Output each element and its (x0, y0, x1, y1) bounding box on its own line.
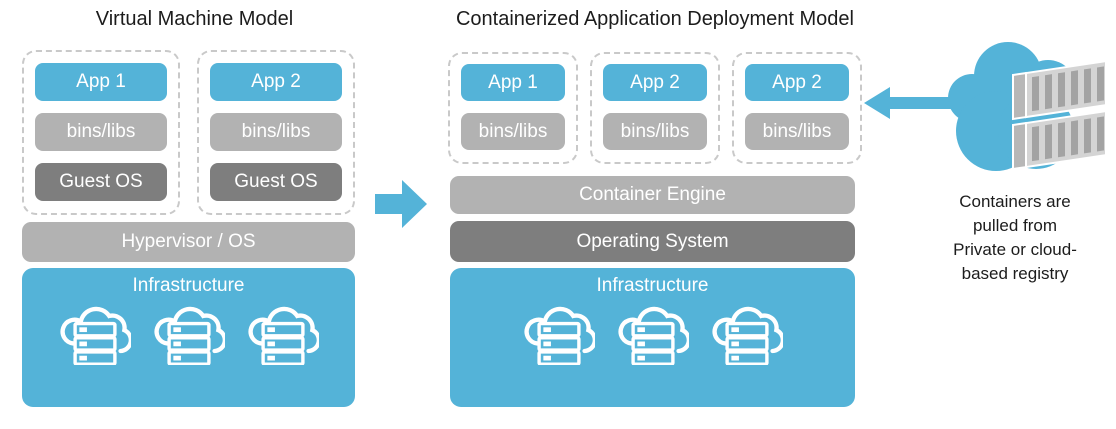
registry-note-line: based registry (961, 264, 1069, 283)
cloud-registry-icon (948, 42, 1107, 171)
vm-guest-2: App 2 bins/libs Guest OS (197, 50, 355, 215)
cloud-server-icon (617, 306, 689, 365)
container-model-title: Containerized Application Deployment Mod… (455, 8, 854, 30)
vm-infra-icon-row (22, 301, 355, 365)
container2-bins-box: bins/libs (603, 113, 707, 150)
container3-bins-box: bins/libs (745, 113, 849, 150)
operating-system-bar: Operating System (450, 221, 855, 262)
registry-note-line: Private or cloud- (953, 240, 1077, 259)
vm1-bins-box: bins/libs (35, 113, 167, 151)
vm-guest-1: App 1 bins/libs Guest OS (22, 50, 180, 215)
cloud-server-icon (711, 306, 783, 365)
container3-app-box: App 2 (745, 64, 849, 101)
vm-model-title: Virtual Machine Model (95, 8, 294, 30)
vm2-guest-os-box: Guest OS (210, 163, 342, 201)
container-infra-icon-row (450, 301, 855, 365)
container-infrastructure-box: Infrastructure (450, 268, 855, 407)
container1-app-box: App 1 (461, 64, 565, 101)
container-3: App 2 bins/libs (732, 52, 862, 164)
container-engine-bar: Container Engine (450, 176, 855, 214)
container1-bins-box: bins/libs (461, 113, 565, 150)
vm2-bins-box: bins/libs (210, 113, 342, 151)
vm-infrastructure-box: Infrastructure (22, 268, 355, 407)
registry-pull-arrow-icon (864, 87, 962, 119)
model-transition-arrow-icon (375, 180, 427, 228)
registry-note-line: Containers are (959, 192, 1071, 211)
container2-app-box: App 2 (603, 64, 707, 101)
vm1-guest-os-box: Guest OS (35, 163, 167, 201)
container-2: App 2 bins/libs (590, 52, 720, 164)
container-infrastructure-label: Infrastructure (596, 275, 709, 296)
vm2-app-box: App 2 (210, 63, 342, 101)
hypervisor-bar: Hypervisor / OS (22, 222, 355, 262)
cloud-server-icon (247, 306, 319, 365)
shipping-containers-icon (1012, 59, 1107, 171)
cloud-server-icon (153, 306, 225, 365)
cloud-server-icon (523, 306, 595, 365)
registry-note-line: pulled from (972, 216, 1058, 235)
container-1: App 1 bins/libs (448, 52, 578, 164)
cloud-server-icon (59, 306, 131, 365)
vm1-app-box: App 1 (35, 63, 167, 101)
vm-infrastructure-label: Infrastructure (132, 275, 245, 296)
registry-note: Containers are pulled from Private or cl… (920, 190, 1110, 286)
